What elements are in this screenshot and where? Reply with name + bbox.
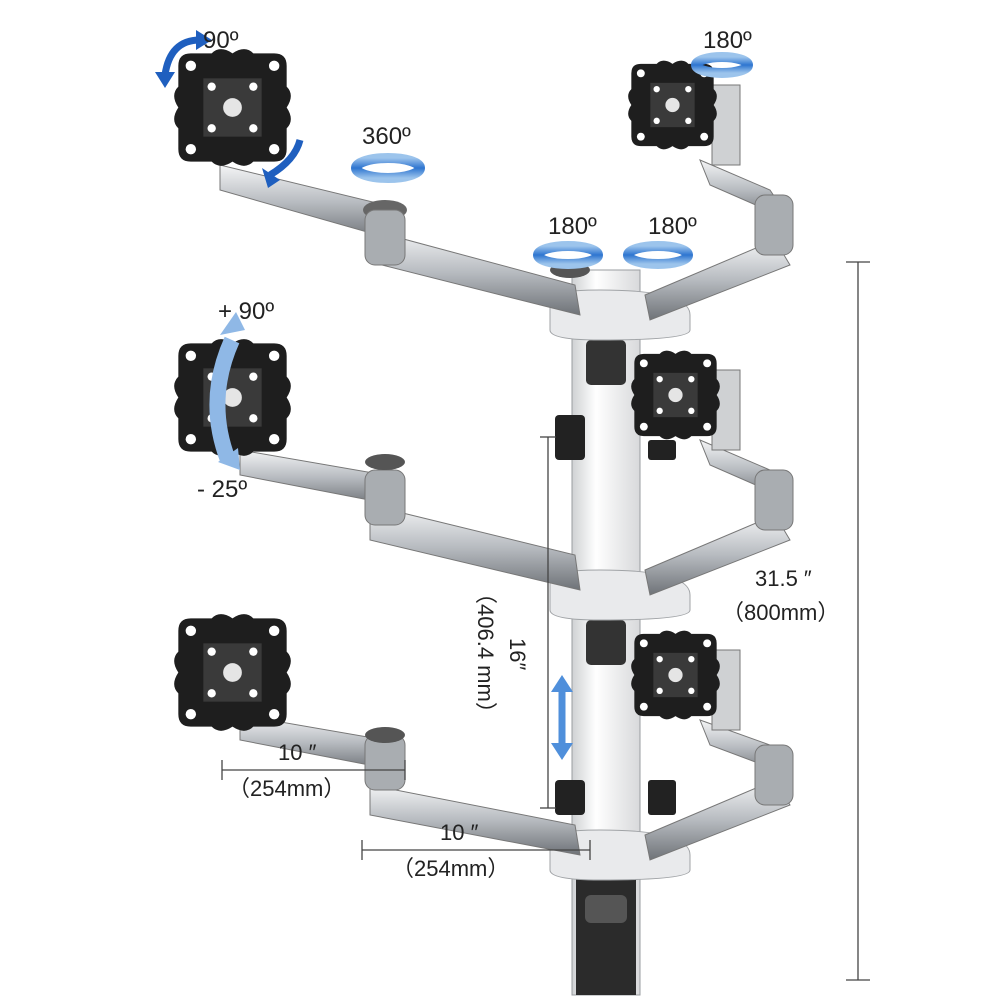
label-rotate-top-left: 90º — [203, 27, 239, 54]
label-arm-lower-mm: （254mm） — [392, 856, 510, 881]
rotate-ring-360 — [351, 153, 425, 183]
label-rotate-center-right: 180º — [648, 213, 697, 240]
label-pole-spacing-mm: （406.4 mm） — [473, 582, 498, 724]
arm-top-right — [644, 84, 794, 321]
label-total-height-mm: （800mm） — [722, 600, 840, 625]
pole-base-clamp — [576, 870, 636, 995]
vesa-plate-top-left — [174, 49, 291, 166]
label-arm-upper: 10 ″ — [278, 740, 317, 765]
arm-bottom-right — [644, 649, 794, 861]
dimension-lines — [221, 261, 870, 981]
rotate-ring-center-left — [533, 241, 603, 269]
label-tilt-up: + 90º — [218, 298, 275, 325]
label-rotate-center-left: 180º — [548, 213, 597, 240]
label-arm-upper-mm: （254mm） — [228, 776, 346, 801]
arm-middle-left — [239, 449, 581, 591]
label-total-height: 31.5 ″ — [755, 566, 812, 591]
vesa-plate-middle-right — [631, 350, 720, 440]
rotate-ring-top-right — [691, 52, 753, 78]
label-rotate-top-right: 180º — [703, 27, 752, 54]
arm-bottom-left — [239, 714, 581, 856]
vesa-plate-bottom-left — [174, 614, 291, 731]
label-arm-lower: 10 ″ — [440, 820, 479, 845]
tilt-arrow — [209, 336, 240, 463]
rotate-ring-center-right — [623, 241, 693, 269]
label-rotate-360: 360º — [362, 123, 411, 150]
vesa-plate-bottom-right — [631, 630, 720, 720]
label-pole-spacing: 16″ — [505, 638, 530, 671]
rotate-arrow-top-left — [161, 36, 201, 76]
label-tilt-down: - 25º — [197, 476, 248, 503]
arm-top-left — [219, 164, 590, 316]
